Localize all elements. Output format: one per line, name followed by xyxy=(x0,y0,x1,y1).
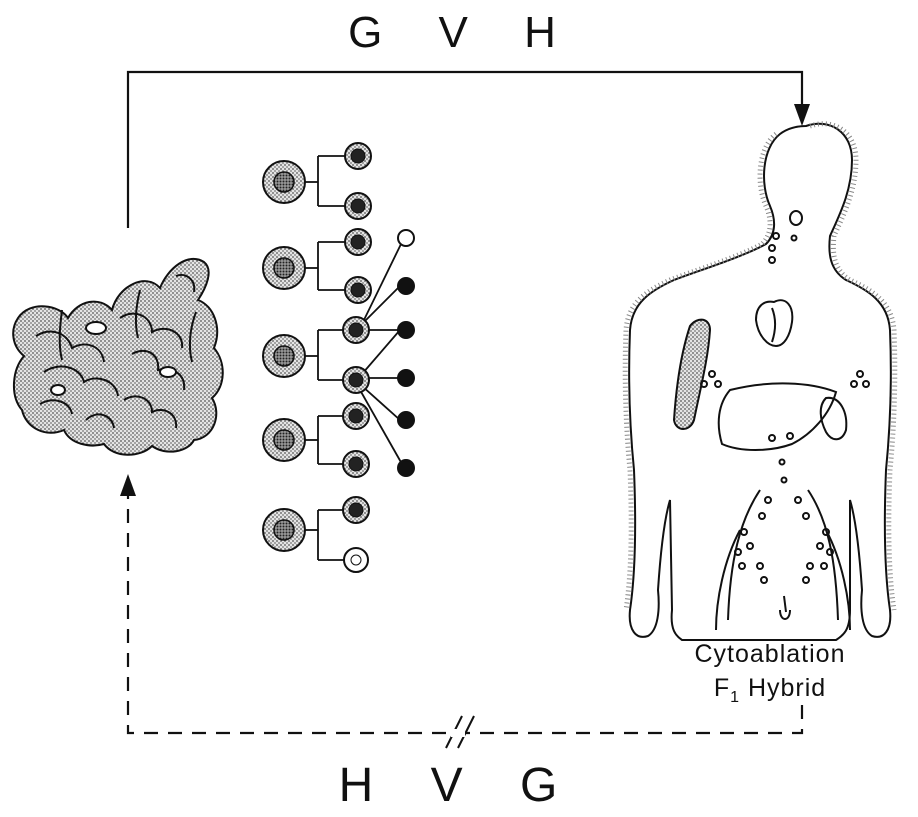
gvh-arrow xyxy=(128,72,810,228)
human-body-icon xyxy=(625,124,895,640)
intestine-icon xyxy=(13,259,223,455)
cell-lineage-icon xyxy=(263,143,414,572)
caption-hybrid-suffix: Hybrid xyxy=(740,674,826,702)
hvg-label: H V G xyxy=(0,758,918,813)
caption-f1-hybrid: F1 Hybrid xyxy=(640,674,900,707)
caption-f-subscript: 1 xyxy=(730,689,740,706)
gvh-label: G V H xyxy=(0,8,918,58)
caption-f-prefix: F xyxy=(714,674,730,702)
caption-cytoablation: Cytoablation xyxy=(640,640,900,669)
